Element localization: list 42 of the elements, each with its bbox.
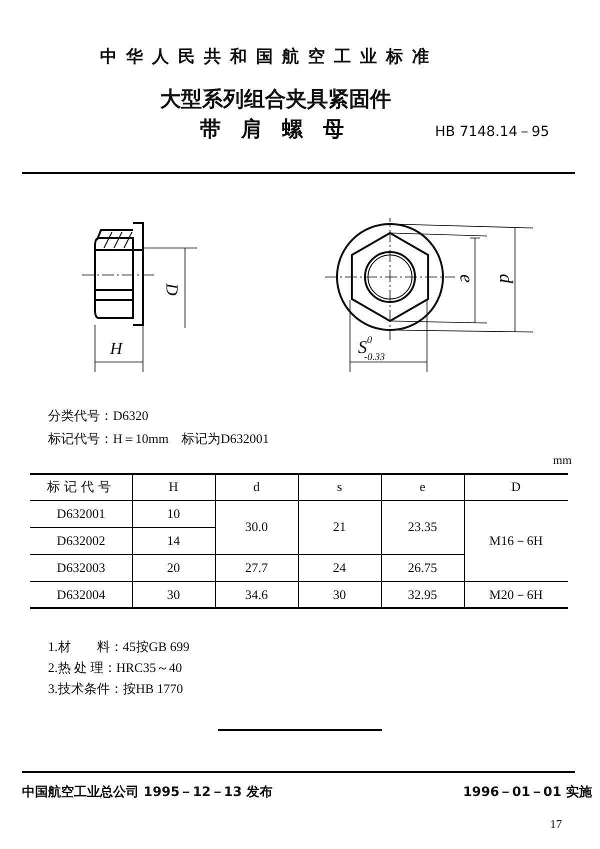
dimension-label: e (454, 274, 476, 283)
table-entry: 14 (167, 533, 180, 548)
table-entry: D632001 (56, 506, 106, 521)
table-entry: D632002 (56, 533, 106, 548)
table-entry: 24 (333, 560, 346, 575)
unit-label: mm (553, 454, 572, 468)
table-entry: 标记代号 (47, 480, 115, 494)
table-entry: M16－6H (489, 533, 543, 548)
table-entry: 30 (333, 587, 346, 602)
table-entry: H (168, 480, 178, 494)
table-entry: 21 (333, 520, 346, 534)
table-entry: 34.6 (245, 587, 268, 602)
effective-date: 1996－01－01 实施 (463, 786, 592, 800)
table-entry: 10 (167, 506, 180, 521)
note-text: 3.技术条件：按HB 1770 (48, 682, 184, 696)
table-entry: 27.7 (245, 560, 268, 575)
dimension-label: H (110, 340, 122, 359)
table-entry: D (511, 480, 521, 494)
classification-text: 分类代号：D6320 (48, 409, 148, 424)
title-text: 大型系列组合夹具紧固件 (160, 88, 391, 112)
table-entry: 30.0 (245, 520, 268, 534)
note-text: 2.热 处 理：HRC35～40 (48, 661, 182, 676)
table-entry: 26.75 (408, 560, 438, 575)
table-entry: 30 (167, 587, 180, 602)
table-entry: M20－6H (489, 587, 543, 602)
table-entry: s (336, 480, 342, 494)
table-entry: d (253, 480, 260, 494)
marking-text: 标记代号：H＝10mm 标记为D632001 (48, 432, 269, 446)
table-entry: D632004 (56, 587, 106, 602)
table-entry: 23.35 (408, 520, 438, 534)
table-entry: 32.95 (408, 587, 438, 602)
table-entry: 20 (167, 560, 180, 575)
issue-date: 中国航空工业总公司 1995－12－13 发布 (22, 786, 272, 800)
dimension-label: d (494, 274, 516, 284)
table-entry: e (420, 480, 426, 494)
page-number: 17 (550, 818, 562, 832)
standard-number: HB 7148.14－95 (435, 125, 550, 140)
note-text: 1.材 料：45按GB 699 (48, 640, 190, 654)
table-entry: D632003 (56, 560, 106, 575)
dimension-label: D (162, 283, 180, 296)
standard-header: 中华人民共和国航空工业标准 (100, 48, 438, 67)
title-text: 带肩螺母 (200, 118, 364, 142)
